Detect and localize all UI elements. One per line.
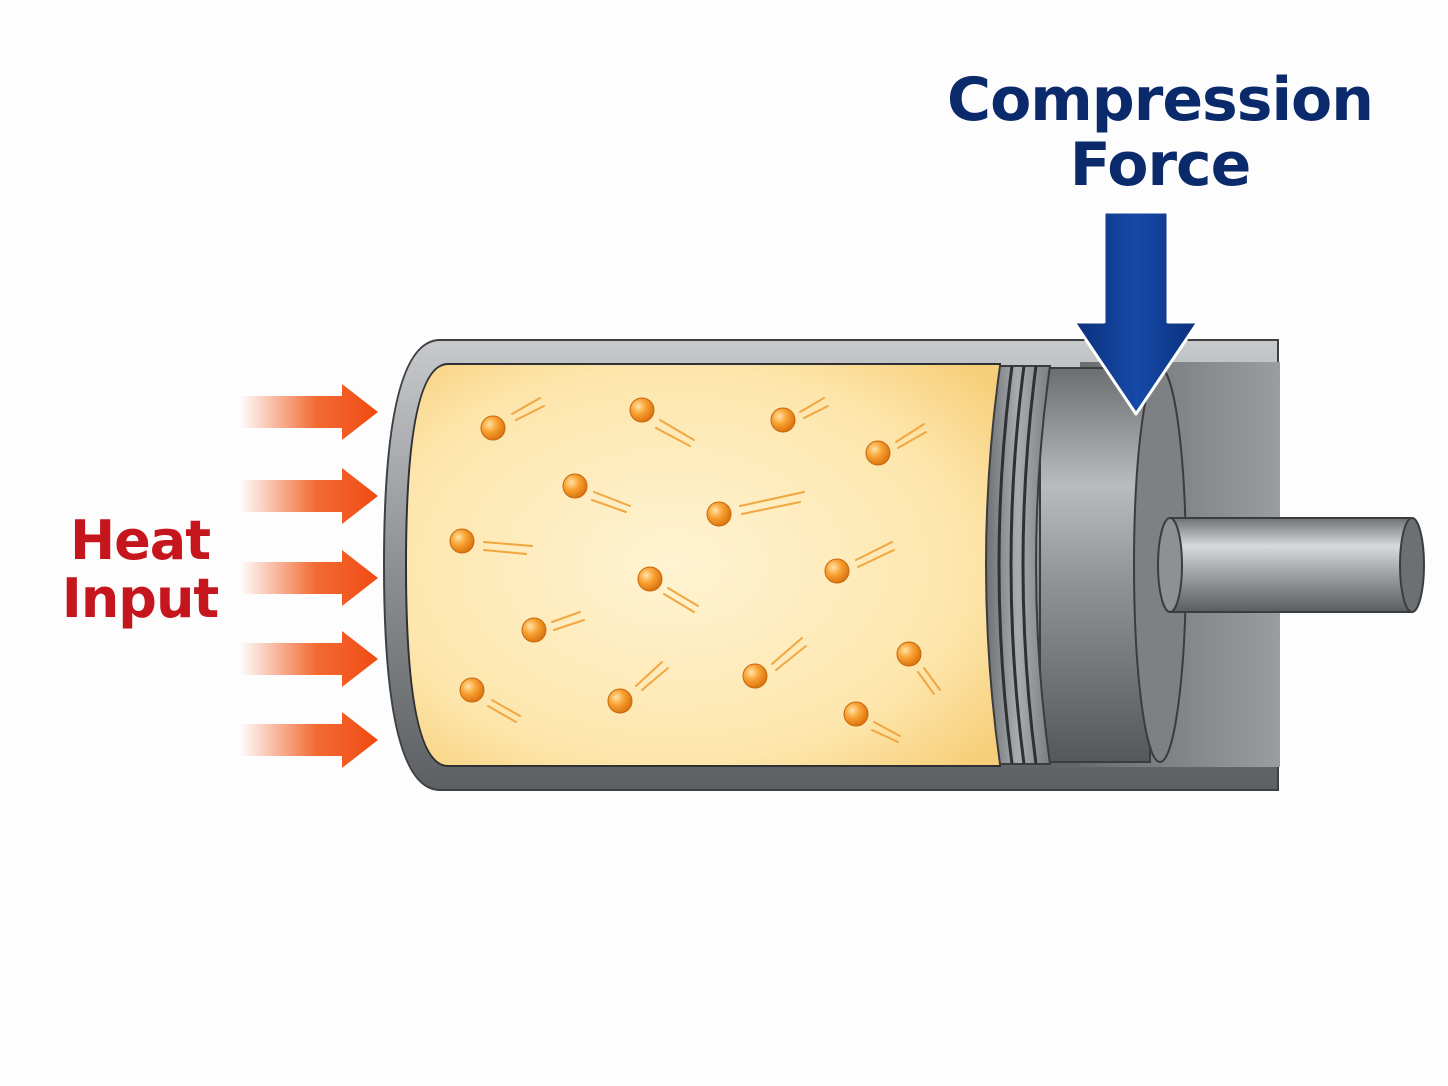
heat-label-line2: Input <box>61 567 219 631</box>
gas-molecule-icon <box>843 701 901 743</box>
arrow-right-icon <box>240 712 378 768</box>
gas-molecule-icon <box>562 473 631 513</box>
force-label-line1: Compression <box>947 65 1374 135</box>
arrow-down-icon <box>1072 210 1200 416</box>
arrow-right-icon <box>240 550 378 606</box>
gas-molecule-icon <box>742 637 807 689</box>
gas-molecule-icon <box>637 566 699 613</box>
rod-end <box>1399 517 1425 613</box>
gas-molecule-icon <box>607 661 669 714</box>
arrow-right-icon <box>240 384 378 440</box>
gas-molecule-icon <box>480 397 545 441</box>
piston-rod <box>1169 517 1413 613</box>
gas-molecule-icon <box>865 423 927 466</box>
piston <box>985 365 1425 765</box>
compression-force-label: Compression Force <box>940 68 1380 198</box>
gas-chamber <box>404 363 1001 767</box>
gas-molecule-icon <box>521 611 585 643</box>
arrow-right-icon <box>240 468 378 524</box>
gas-particles <box>449 397 941 743</box>
gas-molecule-icon <box>770 397 829 433</box>
piston-body <box>1039 367 1151 763</box>
gas-molecule-icon <box>896 641 941 695</box>
heat-label-line1: Heat <box>69 509 211 572</box>
heat-arrows <box>240 384 378 768</box>
gas-molecule-icon <box>706 491 805 527</box>
gas-molecule-icon <box>629 397 695 447</box>
arrow-right-icon <box>240 631 378 687</box>
gas-molecule-icon <box>824 541 895 584</box>
heat-input-label: Heat Input <box>40 509 240 631</box>
gas-molecule-icon <box>449 528 533 555</box>
force-label-line2: Force <box>1069 129 1252 200</box>
gas-molecule-icon <box>459 677 521 723</box>
